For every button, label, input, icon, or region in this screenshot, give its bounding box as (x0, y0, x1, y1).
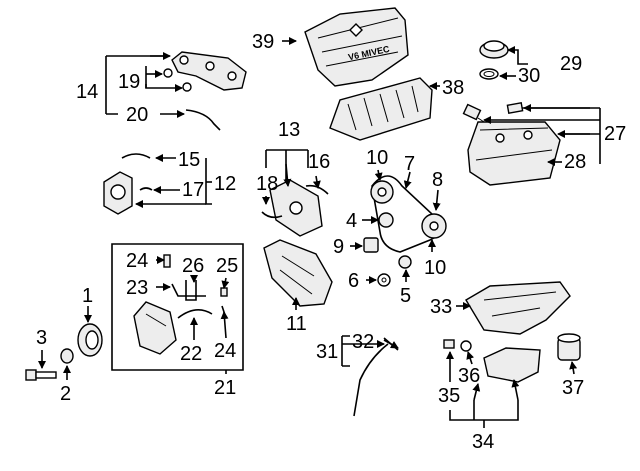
callout-21: 21 (214, 377, 236, 399)
stud-part (163, 68, 173, 78)
callout-37: 37 (562, 377, 584, 399)
tensioner-part (378, 212, 394, 228)
callout-5: 5 (400, 285, 411, 307)
timing-belt-part (370, 175, 447, 253)
callout-10-bottom: 10 (424, 257, 446, 279)
drain-gasket-part (460, 340, 472, 352)
oil-filter-part (557, 333, 581, 361)
callout-17: 17 (182, 179, 204, 201)
callout-38: 38 (442, 77, 464, 99)
oil-filler-cap-part (479, 40, 509, 59)
callout-36: 36 (458, 365, 480, 387)
callout-18: 18 (256, 173, 278, 195)
callout-3: 3 (36, 327, 47, 349)
clip-small-part (220, 287, 228, 297)
callout-20: 20 (126, 104, 148, 126)
callout-1: 1 (82, 285, 93, 307)
callout-39: 39 (252, 31, 274, 53)
drain-plug-part (443, 339, 455, 349)
callout-11: 11 (286, 313, 307, 335)
timing-belt-rear-cover-part (133, 301, 177, 355)
seal-part (121, 153, 151, 159)
callout-12: 12 (214, 173, 236, 195)
callout-22: 22 (180, 343, 202, 365)
clip-part (139, 187, 153, 191)
callout-2: 2 (60, 383, 71, 405)
callout-28: 28 (564, 151, 586, 173)
timing-cover-right-part (269, 179, 323, 237)
crankshaft-pulley-part (77, 323, 103, 357)
washer-part (377, 273, 391, 287)
callout-29: 29 (560, 53, 582, 75)
engine-cover-part: V6 MIVEC (304, 7, 409, 87)
timing-cover-left-part (103, 171, 133, 215)
callout-10-top: 10 (366, 147, 388, 169)
washer-part (60, 348, 74, 364)
callout-30: 30 (518, 65, 540, 87)
callout-25: 25 (216, 255, 238, 277)
callout-6: 6 (348, 270, 359, 292)
valve-cover-part (467, 121, 561, 186)
bracket-part (177, 309, 213, 319)
idler-pulley-part (398, 255, 412, 269)
lower-timing-cover-part (263, 239, 333, 307)
callout-24-bottom: 24 (214, 340, 236, 362)
stud-part (182, 82, 192, 92)
callout-7: 7 (404, 153, 415, 175)
callout-35: 35 (438, 385, 460, 407)
crankshaft-bolt-part (25, 369, 57, 381)
intake-manifold-part (329, 77, 433, 141)
group-21-frame (111, 243, 244, 371)
callout-9: 9 (333, 236, 344, 258)
exhaust-manifold-part (171, 51, 247, 91)
oil-pan-lower-part (483, 347, 541, 383)
callout-16: 16 (308, 151, 330, 173)
tensioner-bracket-part (363, 237, 379, 253)
callout-27: 27 (604, 123, 626, 145)
bracket-part (171, 283, 206, 297)
callout-31: 31 (316, 341, 338, 363)
leader-lines (38, 37, 601, 428)
cover-seal-part (261, 211, 283, 219)
dipstick-tube-part (353, 343, 389, 417)
bolt-part (163, 254, 171, 268)
callout-23: 23 (126, 277, 148, 299)
callout-14: 14 (76, 81, 98, 103)
callout-4: 4 (346, 210, 357, 232)
callout-numbers: 39 29 30 38 27 28 14 19 20 15 17 12 13 1… (36, 31, 626, 453)
callout-8: 8 (432, 169, 443, 191)
callout-33: 33 (430, 296, 452, 318)
callout-32: 32 (352, 331, 374, 353)
oil-pan-upper-part (465, 281, 571, 335)
callout-13: 13 (278, 119, 300, 141)
bracket-part (185, 280, 197, 301)
callout-34: 34 (472, 431, 494, 453)
callout-24-top: 24 (126, 250, 148, 272)
callout-19: 19 (118, 71, 140, 93)
cap-gasket-part (479, 68, 499, 80)
gasket-strip-part (185, 109, 221, 131)
callout-26: 26 (182, 255, 204, 277)
callout-15: 15 (178, 149, 200, 171)
